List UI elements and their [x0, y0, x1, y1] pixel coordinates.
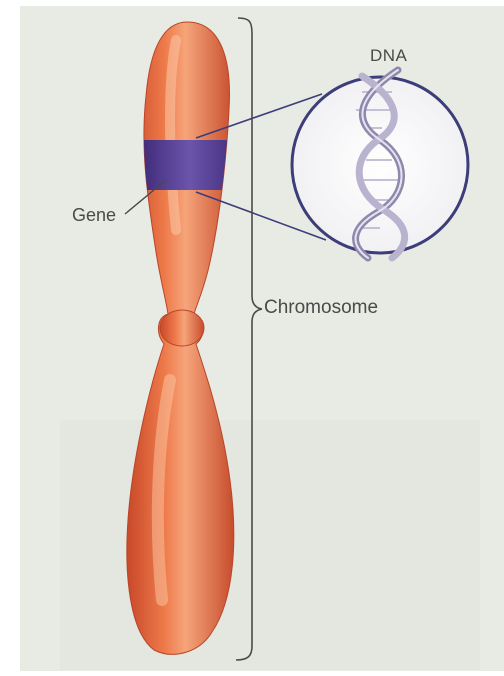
- centromere: [160, 310, 204, 346]
- dna-label: DNA: [370, 46, 407, 66]
- magnifier-circle: [292, 77, 468, 253]
- chromosome-label: Chromosome: [264, 297, 378, 319]
- gene-label: Gene: [72, 205, 116, 226]
